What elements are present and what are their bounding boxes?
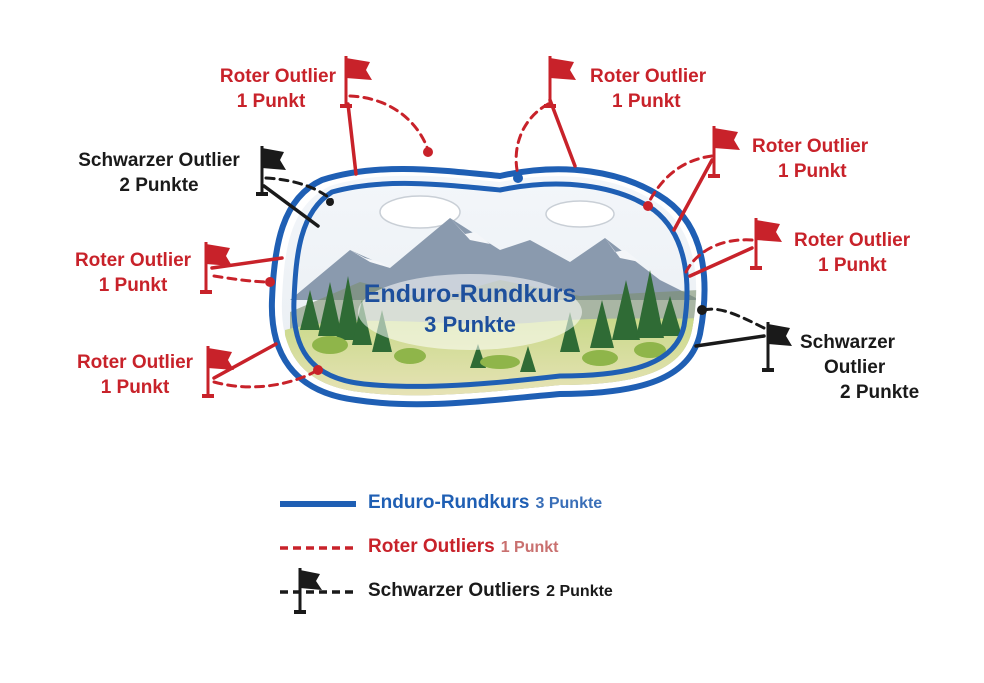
outlier-connections — [210, 94, 766, 389]
course-title-block: Enduro-Rundkurs 3 Punkte — [330, 278, 610, 340]
red-flag-icon — [200, 242, 232, 294]
red-flag-icon — [708, 126, 740, 178]
course-boundary — [268, 165, 708, 408]
black-flag-icon — [762, 322, 792, 372]
red-flag-icon — [340, 56, 372, 108]
outlier-label-top-left: Roter Outlier 1 Punkt — [219, 66, 336, 112]
red-flag-icon — [202, 346, 234, 398]
course-title: Enduro-Rundkurs — [363, 280, 577, 308]
black-flag-icon — [294, 568, 322, 614]
outlier-label-left-red-2: Roter Outlier 1 Punkt — [76, 352, 194, 398]
outlier-label-top-right: Roter Outlier 1 Punkt — [590, 66, 707, 112]
outlier-label-right-black: Schwarzer Outlier 2 Punkte — [800, 332, 920, 403]
outlier-label-left-red-1: Roter Outlier 1 Punkt — [74, 250, 192, 296]
legend-swatches — [280, 501, 356, 614]
red-flag-icon — [544, 56, 576, 108]
black-flag-icon — [256, 146, 286, 196]
red-flag-icon — [750, 218, 782, 270]
course-landscape — [281, 175, 697, 396]
outlier-label-right-2: Roter Outlier 1 Punkt — [794, 230, 911, 276]
outlier-label-right-1: Roter Outlier 1 Punkt — [752, 136, 869, 182]
course-points: 3 Punkte — [424, 312, 516, 337]
outlier-label-left-black: Schwarzer Outlier 2 Punkte — [78, 150, 240, 196]
